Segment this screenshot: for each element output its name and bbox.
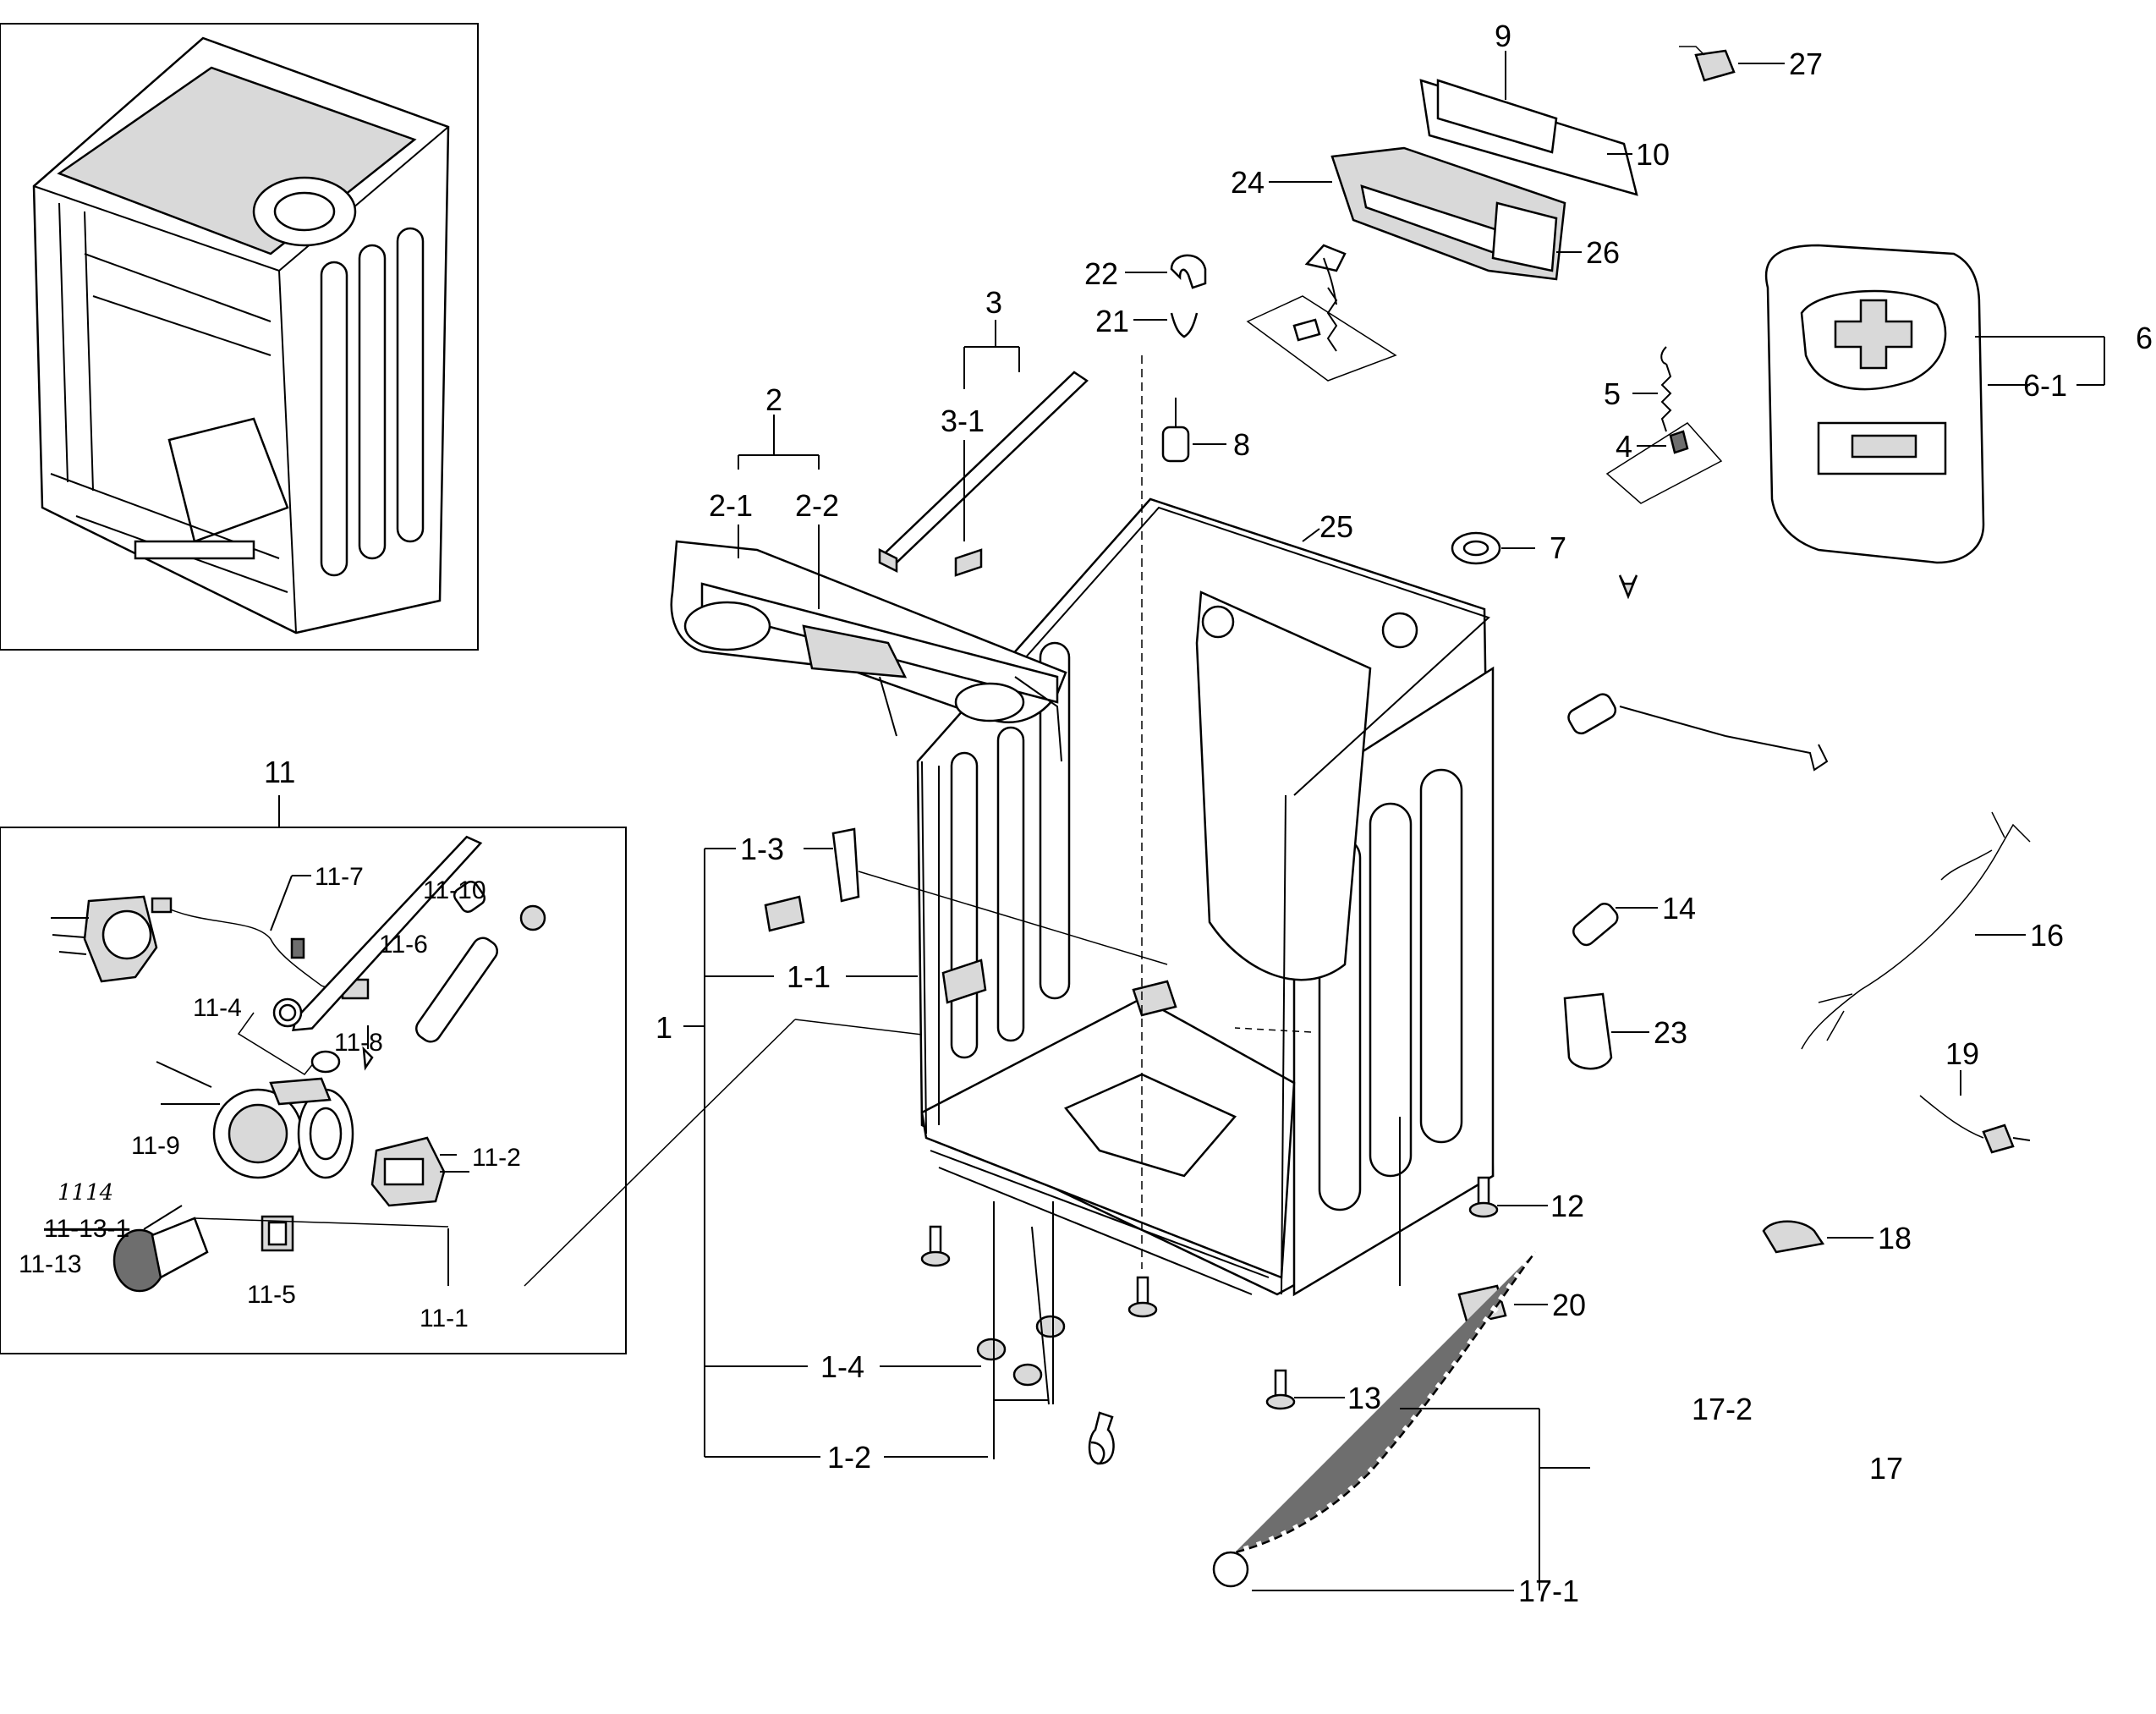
label-11-8: 11-8 [334,1029,383,1057]
label-2-1: 2-1 [709,488,753,523]
spring-hanger [1246,244,1397,382]
clip-21 [1133,312,1199,338]
label-11-10: 11-10 [423,876,486,904]
label-2-2: 2-2 [795,488,839,523]
damper-14 [1572,903,1658,947]
label-11-13: 11-13 [19,1250,82,1278]
label-1-4: 1-4 [820,1349,864,1384]
label-21: 21 [1095,304,1129,338]
label-22: 22 [1084,256,1118,291]
label-9: 9 [1495,19,1511,53]
harness-16 [1801,811,2031,1050]
callout-labels: 2 2-1 2-2 3 3-1 1 1-3 1-1 1-4 1-2 4 5 6 … [19,19,2153,1608]
label-5: 5 [1604,376,1621,411]
container-23 [1563,992,1649,1070]
label-25: 25 [1319,509,1353,544]
hose-cap-18 [1762,1220,1873,1254]
clip-part [1618,574,1638,600]
label-11-2: 11-2 [472,1144,521,1172]
label-7: 7 [1550,530,1566,565]
leader-25 [1302,528,1320,542]
top-bracket [878,371,1089,577]
panel-6 [1764,244,2105,564]
label-20: 20 [1552,1288,1586,1322]
label-27: 27 [1789,47,1823,81]
clamp-22 [1125,254,1207,289]
label-14: 14 [1662,891,1696,926]
label-8: 8 [1233,427,1250,462]
label-10: 10 [1636,137,1670,172]
drain-hose-17 [1212,1250,1590,1591]
label-11-5: 11-5 [247,1281,296,1309]
label-24: 24 [1231,165,1265,200]
label-17: 17 [1869,1451,1903,1486]
label-19: 19 [1945,1036,1979,1071]
label-1: 1 [656,1010,672,1045]
power-cord-19 [1919,1070,2031,1154]
label-17-1: 17-1 [1518,1574,1579,1608]
sensor-27 [1679,46,1785,82]
label-11-7: 11-7 [315,863,364,891]
label-26: 26 [1586,235,1620,270]
capacitor-8 [1161,398,1226,463]
leader-lines [683,320,1020,1458]
pcb-assembly [1269,146,1582,281]
label-11-6: 11-6 [379,931,428,959]
label-18: 18 [1878,1221,1912,1255]
label-4: 4 [1616,429,1632,464]
label-1-1: 1-1 [787,959,831,994]
control-frame [670,540,1067,762]
label-1-3: 1-3 [740,832,784,866]
label-17-2: 17-2 [1692,1392,1753,1426]
label-11-1: 11-1 [420,1305,469,1332]
label-3: 3 [985,285,1002,320]
pcb-bracket [1419,51,1638,196]
main-cabinet [916,355,1495,1297]
label-12: 12 [1550,1189,1584,1223]
spring-5 [1632,346,1672,432]
label-11-4: 11-4 [193,994,242,1022]
label-3-1: 3-1 [941,404,985,438]
handwritten-note: 1114 [58,1180,113,1206]
inlet-sensor [1567,693,1829,772]
label-16: 16 [2030,918,2064,953]
bracket-1-3 [764,827,1168,965]
feet-1-4 [976,1201,1115,1465]
label-2: 2 [765,382,782,417]
bracket-4 [1605,422,1723,504]
label-6-1: 6-1 [2023,368,2067,403]
label-11-9: 11-9 [131,1132,180,1160]
label-23: 23 [1654,1015,1687,1050]
label-11: 11 [264,755,295,789]
label-6: 6 [2136,321,2153,355]
label-1-2: 1-2 [827,1440,871,1475]
pump-subassembly-inset [0,795,1185,1354]
grommet-7 [1451,531,1535,565]
label-13: 13 [1347,1381,1381,1415]
leveling-feet [920,1176,1548,1410]
label-11-13-1: 11-13-1 [44,1215,129,1243]
assembled-view-inset [0,23,479,651]
